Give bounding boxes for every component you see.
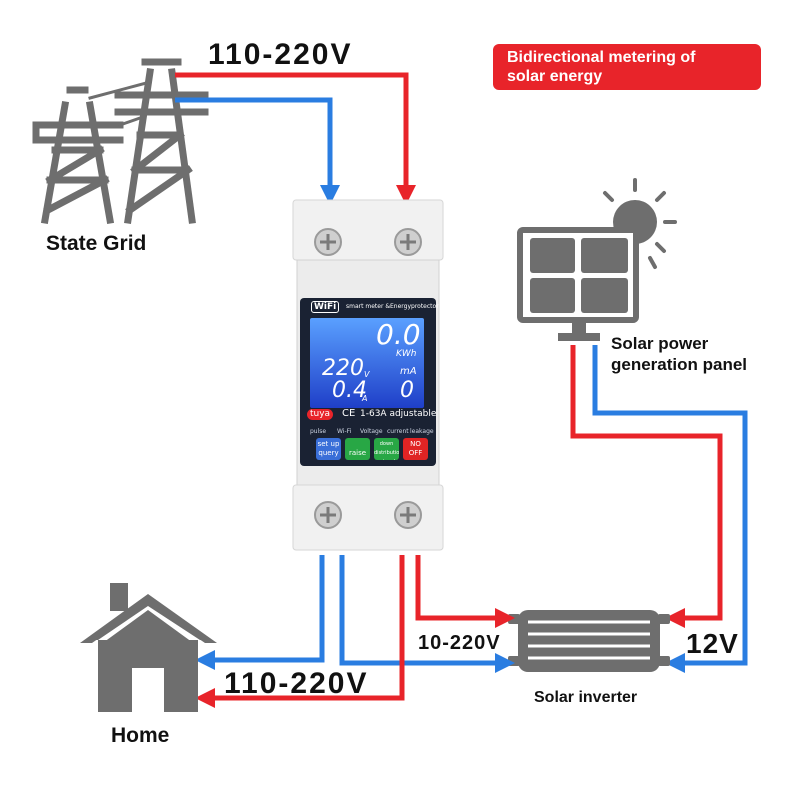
inverter-dc-voltage-label: 12V [686, 628, 739, 659]
inverter-output-voltage-label: 10-220V [418, 632, 501, 654]
device-to-inverter-live-wire [415, 555, 515, 628]
solar-panel-icon [517, 178, 677, 341]
power-pylon-icon [32, 58, 209, 225]
indicator-label: current [387, 428, 409, 435]
raise-button[interactable]: raise [345, 438, 370, 460]
solar-panel-label-line2: generation panel [611, 355, 748, 374]
grid-voltage-label: 110-220V [208, 38, 353, 71]
home-icon [80, 583, 217, 712]
terminal-screw [394, 228, 422, 256]
device-to-home-neutral-wire [195, 555, 325, 670]
terminal-screw [314, 501, 342, 529]
indicator-label: Voltage [360, 428, 383, 435]
leakage-reading: 0 [400, 378, 414, 403]
home-label: Home [111, 724, 170, 747]
banner-line2: solar energy [507, 68, 603, 85]
grid-neutral-wire [175, 97, 340, 205]
device-to-home-live-wire [195, 555, 405, 708]
leakage-unit: mA [400, 366, 417, 377]
wifi-badge: WiFi [311, 301, 340, 313]
grid-live-wire [175, 72, 416, 205]
current-rating: 1-63A adjustable [360, 409, 437, 419]
ce-mark: CE [342, 408, 356, 419]
device-subtitle: smart meter &Energyprotector [346, 303, 439, 310]
tuya-logo: tuya [307, 409, 334, 420]
indicator-label: leakage [410, 428, 434, 435]
down-network-button[interactable]: downdistribution network [374, 438, 399, 460]
home-voltage-label: 110-220V [224, 667, 369, 700]
current-unit: A [362, 394, 368, 403]
energy-unit: KWh [396, 349, 417, 359]
solar-dc-positive-wire [570, 345, 723, 628]
solar-inverter-icon [508, 610, 670, 672]
voltage-reading: 220 [322, 356, 364, 381]
bidirectional-banner: Bidirectional metering of solar energy [493, 44, 761, 90]
solar-panel-label-line1: Solar power [611, 334, 709, 353]
indicator-label: pulse [310, 428, 327, 435]
current-reading: 0.4 [332, 378, 367, 403]
solar-inverter-label: Solar inverter [534, 689, 638, 706]
banner-line1: Bidirectional metering of [507, 49, 696, 66]
voltage-unit: V [364, 370, 370, 379]
state-grid-label: State Grid [46, 232, 147, 255]
device-to-inverter-neutral-wire [339, 555, 515, 673]
indicator-label: Wi-Fi [337, 428, 352, 435]
terminal-screw [314, 228, 342, 256]
solar-dc-negative-wire [592, 345, 748, 673]
energy-reading: 0.0 [376, 318, 421, 351]
terminal-screw [394, 501, 422, 529]
